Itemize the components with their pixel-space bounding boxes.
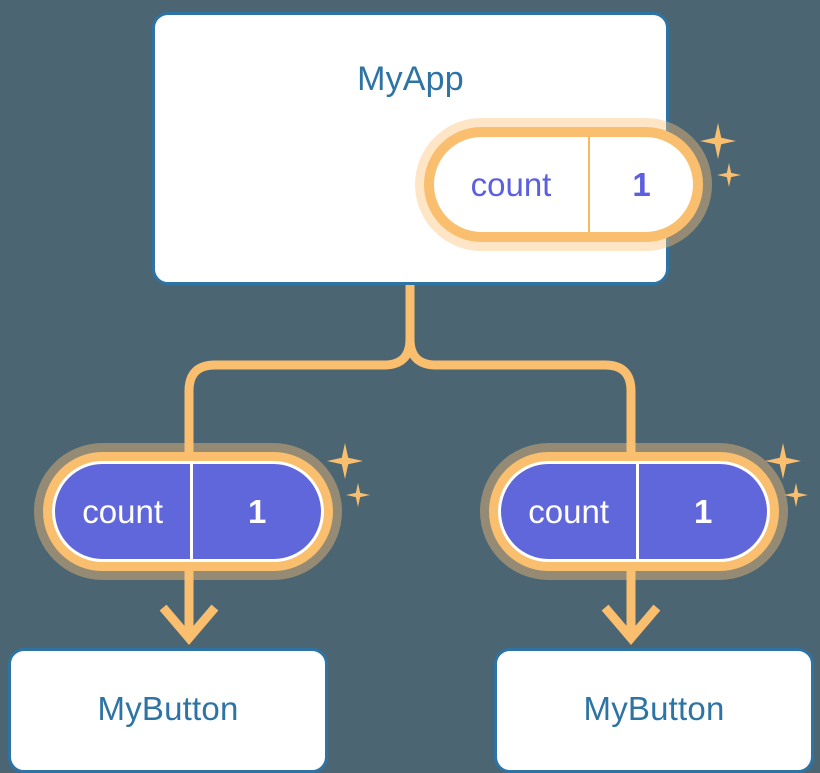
sparkle-icon xyxy=(784,483,808,507)
state-value-label: 1 xyxy=(632,165,651,203)
component-card-myapp[interactable]: MyApp count 1 xyxy=(152,12,741,285)
sparkle-icon xyxy=(327,443,363,479)
component-title: MyButton xyxy=(583,690,725,727)
sparkle-icon xyxy=(700,123,736,159)
component-card-mybutton-left[interactable]: MyButton xyxy=(8,648,328,773)
arrow-right-head xyxy=(601,604,661,645)
branch-left-line xyxy=(184,338,415,452)
component-title: MyButton xyxy=(97,690,239,727)
state-pill-button-right[interactable]: count 1 xyxy=(489,452,779,571)
state-value-label: 1 xyxy=(247,492,267,530)
arrow-left-head xyxy=(159,604,219,645)
sparkle-icon xyxy=(346,483,370,507)
component-card-mybutton-right[interactable]: MyButton xyxy=(494,648,814,773)
page-title: MyApp xyxy=(357,60,464,98)
state-key-label: count xyxy=(501,464,640,559)
state-value-label: 1 xyxy=(693,492,713,530)
state-pill-app[interactable]: count 1 xyxy=(424,127,703,242)
state-pill-inner: count 1 xyxy=(501,464,767,559)
state-key-label: count xyxy=(434,137,590,232)
sparkle-icon xyxy=(717,163,741,187)
branch-right-line xyxy=(405,338,636,452)
state-key-label: count xyxy=(55,464,194,559)
state-pill-button-left[interactable]: count 1 xyxy=(43,452,333,571)
sparkle-icon xyxy=(765,443,801,479)
state-pill-inner: count 1 xyxy=(55,464,321,559)
